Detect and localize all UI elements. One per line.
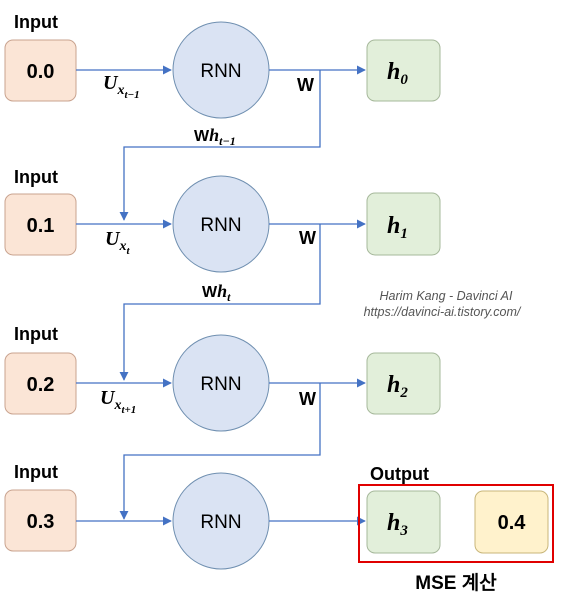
rnn-label-0: RNN	[200, 61, 241, 82]
hidden-box-0	[366, 39, 441, 102]
input-label-0: Input	[14, 12, 58, 32]
recurrent-arrow-0	[119, 70, 321, 221]
input-value-1: 0.1	[27, 215, 55, 237]
watermark: Harim Kang - Davinci AI https://davinci-…	[364, 289, 522, 319]
u-weight-label-1: Uxt	[105, 228, 130, 257]
output-group: Output 0.4 MSE 계산	[358, 464, 554, 594]
input-value-0: 0.0	[27, 61, 55, 83]
rnn-label-3: RNN	[200, 512, 241, 533]
step-0: Input 0.0 Uxt−1 RNN W h0 Wht−1	[4, 12, 441, 221]
u-weight-label-2: Uxt+1	[100, 387, 136, 416]
input-label-3: Input	[14, 462, 58, 482]
recurrent-arrow-2	[119, 383, 321, 520]
input-label-1: Input	[14, 167, 58, 187]
u-weight-label-0: Uxt−1	[103, 72, 140, 101]
w-label-2: W	[299, 389, 316, 409]
hidden-label-2: h2	[387, 372, 408, 401]
w-label-1: W	[299, 228, 316, 248]
hidden-label-1: h1	[387, 213, 408, 242]
mse-label: MSE 계산	[415, 572, 497, 594]
rnn-label-1: RNN	[200, 215, 241, 236]
hidden-label-0: h0	[387, 59, 408, 88]
recurrent-arrow-1	[119, 224, 321, 381]
hidden-box-3	[366, 490, 441, 554]
hidden-label-3: h3	[387, 510, 408, 539]
watermark-author: Harim Kang - Davinci AI	[380, 289, 513, 303]
mse-highlight-box	[358, 484, 554, 563]
target-box	[474, 490, 549, 554]
watermark-url: https://davinci-ai.tistory.com/	[364, 305, 522, 319]
hidden-box-1	[366, 192, 441, 256]
input-value-2: 0.2	[27, 374, 55, 396]
step-3: Input 0.3 RNN h3	[4, 462, 441, 570]
output-label: Output	[370, 464, 429, 484]
rnn-label-2: RNN	[200, 374, 241, 395]
input-label-2: Input	[14, 324, 58, 344]
w-label-0: W	[297, 75, 314, 95]
target-value: 0.4	[498, 512, 527, 534]
recurrent-label-0: Wht−1	[194, 125, 236, 148]
step-2: Input 0.2 Uxt+1 RNN W h2	[4, 324, 441, 520]
hidden-box-2	[366, 352, 441, 415]
step-1: Input 0.1 Uxt RNN W h1 Wht	[4, 167, 441, 381]
input-value-3: 0.3	[27, 511, 55, 533]
recurrent-label-1: Wht	[202, 281, 231, 304]
